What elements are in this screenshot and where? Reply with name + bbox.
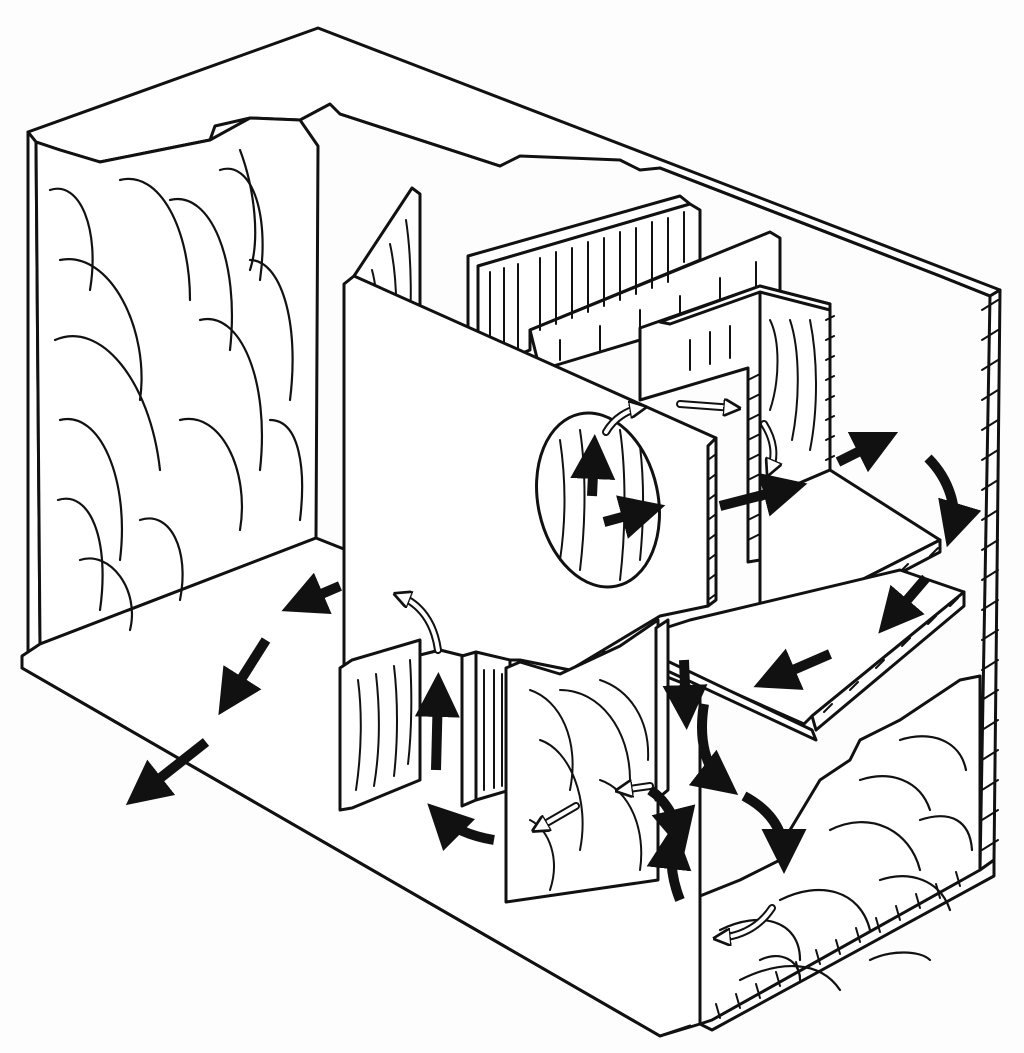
bottom-front-edge — [20, 666, 692, 1038]
flow-arrow-curve-return — [647, 785, 696, 854]
flow-arrow-exit-1 — [281, 572, 342, 615]
middle-baffle-grain — [489, 211, 757, 361]
front-baffle-edge — [706, 436, 718, 608]
flow-arrow-bottom-curve — [741, 791, 807, 874]
flow-arrow-exit-3 — [125, 738, 210, 806]
lower-front-partition-grain — [529, 679, 650, 891]
driver-cutout-grain — [559, 429, 644, 581]
front-lower-panel — [698, 674, 982, 1026]
right-wall-hatch — [981, 299, 999, 851]
flow-arrow-curve-lower — [688, 703, 739, 796]
flow-arrow-exit-2 — [218, 637, 271, 716]
lower-mid-grain — [483, 669, 503, 791]
flow-arrow-curve-right — [924, 454, 982, 548]
solid-flow-arrows — [125, 431, 982, 902]
lower-partitions — [338, 618, 670, 904]
left-wall-grain — [48, 148, 304, 632]
flow-arrow-chamber-out — [835, 431, 899, 473]
front-baffle-edge-hatch — [707, 453, 717, 601]
lower-right-partition — [654, 618, 670, 802]
front-lower-panel-face — [698, 674, 982, 1026]
flow-arrow-shelf-left — [753, 648, 832, 690]
lower-shelf-hatch — [823, 597, 959, 713]
small-chamber-top — [658, 284, 832, 326]
flow-arrow-exit-right — [718, 472, 808, 517]
lower-left-partition-grain — [355, 659, 413, 791]
front-baffle-group — [342, 274, 718, 674]
flow-arrow-driver-right — [602, 495, 666, 539]
lower-mid-partition — [460, 650, 478, 808]
small-chamber-edge-hatch — [747, 315, 835, 541]
flow-arrow-shelf-down — [878, 574, 930, 634]
front-lower-panel-hatch — [715, 871, 961, 1019]
driver-cutout — [535, 411, 661, 589]
small-chamber-grain — [689, 319, 817, 451]
flow-arrow-driver-up — [570, 434, 616, 497]
open-flow-arrows — [400, 404, 773, 938]
flow-arrow-drop — [662, 659, 708, 730]
lower-left-partition — [338, 638, 422, 812]
flow-arrow-bottom-left — [427, 803, 495, 852]
flow-arrow-left-up — [414, 672, 460, 771]
